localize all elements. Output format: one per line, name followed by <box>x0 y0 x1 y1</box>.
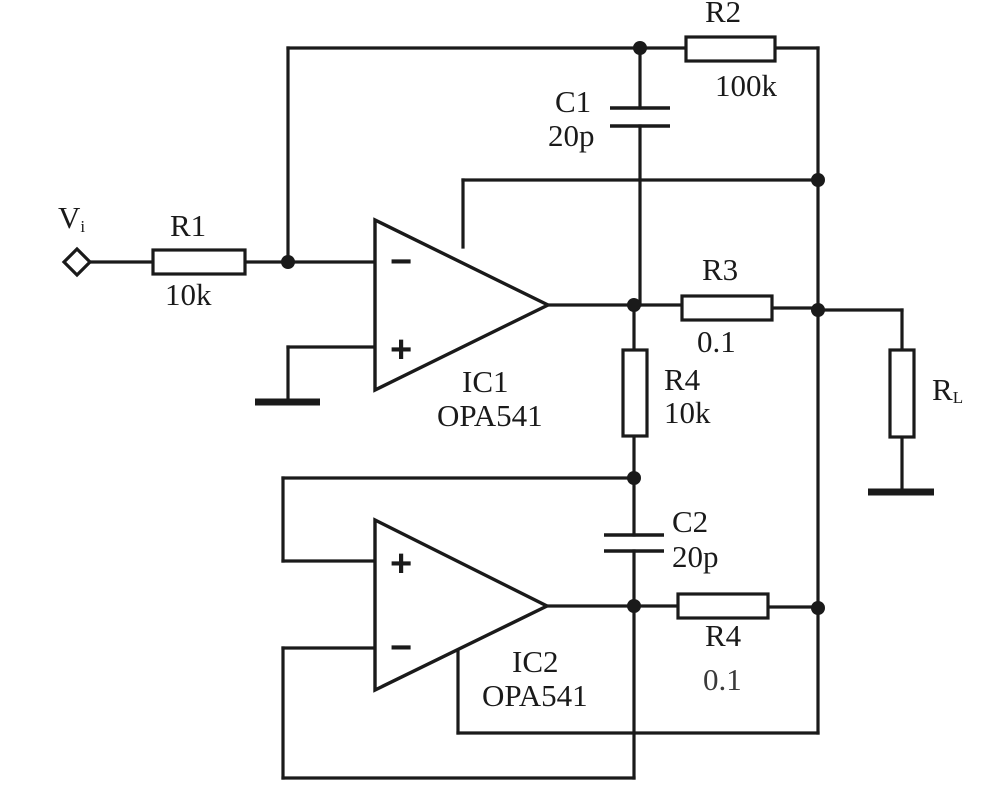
ic1-minus-sign: − <box>390 241 412 283</box>
ic2-ref: IC2 <box>512 644 559 679</box>
r1-value: 10k <box>165 277 212 312</box>
resistor-r4-lower <box>676 592 770 620</box>
input-label: Vi <box>58 200 85 236</box>
capacitor-c1 <box>610 106 670 128</box>
r2-value: 100k <box>715 68 778 103</box>
ic1-part: OPA541 <box>437 398 543 433</box>
r4-lower-value: 0.1 <box>703 662 742 697</box>
input-terminal <box>61 246 93 278</box>
rl-label: RL <box>932 372 963 407</box>
ic2-minus-sign: − <box>390 627 412 669</box>
resistor-r1 <box>151 248 247 276</box>
r3-value: 0.1 <box>697 324 736 359</box>
junction-dots <box>281 41 825 615</box>
opamp-ic1 <box>373 217 552 393</box>
wires <box>88 46 904 780</box>
c1-value: 20p <box>548 118 595 153</box>
r4-upper-name: R4 <box>664 362 701 397</box>
ic2-part: OPA541 <box>482 678 588 713</box>
ic1-ref: IC1 <box>462 364 509 399</box>
ic2-plus-sign: + <box>390 543 412 585</box>
resistor-rl <box>888 348 916 439</box>
opamp-ic2 <box>373 517 551 693</box>
r2-name: R2 <box>705 0 741 29</box>
r3-name: R3 <box>702 252 738 287</box>
c2-value: 20p <box>672 539 719 574</box>
c1-name: C1 <box>555 84 591 119</box>
r4-upper-value: 10k <box>664 395 711 430</box>
resistor-r3 <box>680 294 774 322</box>
r1-name: R1 <box>170 208 206 243</box>
resistor-r4-upper <box>621 348 649 438</box>
c2-name: C2 <box>672 504 708 539</box>
capacitor-c2 <box>604 533 664 553</box>
resistor-r2 <box>684 35 777 63</box>
r4-lower-name: R4 <box>705 618 742 653</box>
ic1-plus-sign: + <box>390 329 412 371</box>
